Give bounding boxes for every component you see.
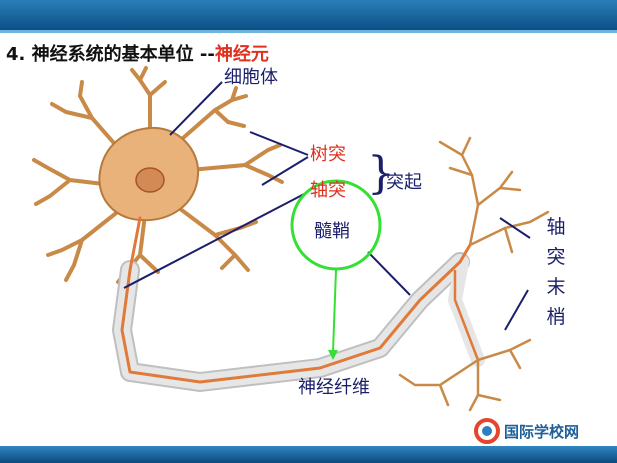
leader-dendrite-upper xyxy=(249,131,309,156)
leader-terminal-upper xyxy=(499,217,531,239)
leader-lines xyxy=(123,81,531,331)
slide-title: 4. 神经系统的基本单位 --神经元 xyxy=(6,40,269,66)
site-logo: 国际学校网 xyxy=(474,416,579,446)
highlight-arrow-line xyxy=(332,269,337,353)
leader-dendrite-lower xyxy=(261,156,309,186)
protrusion-brace: } xyxy=(367,148,395,199)
logo-mark-icon xyxy=(474,418,500,444)
label-dendrite: 树突 xyxy=(310,144,346,165)
label-cell-body: 细胞体 xyxy=(224,67,278,88)
leader-terminal-lower xyxy=(504,289,529,331)
myelin-sheath xyxy=(114,254,468,390)
slide-title-highlight: 神经元 xyxy=(214,44,269,65)
leader-axon xyxy=(123,191,309,289)
header-accent-line xyxy=(0,30,617,33)
leader-cell-body xyxy=(169,81,223,136)
axon-terminals xyxy=(398,136,550,412)
leader-myelin xyxy=(367,251,411,296)
highlight-arrow-head xyxy=(328,350,338,360)
label-nerve-fiber: 神经纤维 xyxy=(298,377,370,398)
axon-core xyxy=(120,216,472,384)
axon-branch-core xyxy=(453,270,480,361)
highlight-circle xyxy=(290,179,382,271)
nucleus-shape xyxy=(135,167,165,193)
bottom-footer-bar xyxy=(0,446,617,463)
top-header-bar xyxy=(0,0,617,30)
label-axon-terminal: 轴突末梢 xyxy=(546,216,566,328)
label-protrusion: 突起 xyxy=(386,172,422,193)
label-myelin: 髓鞘 xyxy=(314,221,350,242)
slide-title-prefix: 4. 神经系统的基本单位 -- xyxy=(6,44,215,65)
logo-text: 国际学校网 xyxy=(504,422,580,441)
label-axon: 轴突 xyxy=(310,180,346,201)
